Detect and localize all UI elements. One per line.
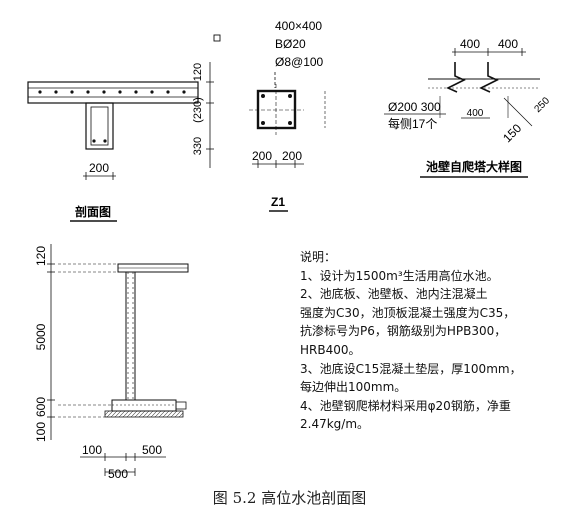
- slab-rebar-dots: [38, 90, 186, 94]
- ladder-detail: 400 400 Ø200 300 每侧17个 400 150 250 池壁自爬塔…: [384, 37, 552, 178]
- z1-stirrup: Ø8@100: [275, 55, 324, 69]
- z1-dim-left: 200: [252, 149, 272, 163]
- section-dim-330: 330: [192, 137, 204, 155]
- notes-line: 强度为C30，池顶板混凝土强度为C35，: [300, 305, 516, 320]
- wall-dim-bottom-100: 100: [82, 443, 102, 457]
- column-z1: 400×400 BØ20 Ø8@100 200 200 Z1: [249, 19, 326, 212]
- ladder-dim-150: 150: [500, 121, 524, 145]
- section-dim-120: 120: [192, 63, 204, 81]
- z1-section: [256, 89, 297, 130]
- wall-dim-100: 100: [34, 422, 48, 442]
- notes-heading: 说明：: [300, 250, 337, 264]
- ladder-rung-left: [446, 62, 466, 93]
- wall-base-slab: [111, 399, 177, 412]
- beam-stirrup: [90, 106, 109, 146]
- ladder-count-label: 每侧17个: [388, 116, 437, 131]
- section-dim-230: (230): [192, 97, 204, 123]
- beam-outline: [85, 102, 114, 150]
- section-view-title: 剖面图: [75, 204, 111, 219]
- notes-line: 4、池壁钢爬梯材料采用φ20钢筋，净重: [300, 398, 511, 413]
- wall-dim-600: 600: [34, 397, 48, 417]
- z1-title: Z1: [271, 195, 285, 209]
- ladder-dim-mid: 400: [467, 108, 484, 119]
- ladder-bar-label: Ø200 300: [388, 100, 441, 114]
- notes-line: 2、池底板、池壁板、池内注混凝土: [300, 287, 488, 302]
- notes-line: 抗渗标号为P6，钢筋级别为HPB300，: [300, 324, 507, 339]
- ladder-dim-250: 250: [532, 95, 552, 115]
- ladder-rung-right: [479, 62, 499, 93]
- wall-section: 120 5000 600 100 100 500 500: [34, 244, 189, 481]
- notes-line: 每边伸出100mm。: [300, 380, 407, 395]
- notes-line: 3、池底设C15混凝土垫层，厚100mm，: [300, 361, 522, 376]
- section-view: 120 (230) 330 200 剖面图: [27, 62, 214, 222]
- wall-dim-bottom-500-right: 500: [142, 443, 162, 457]
- z1-size-label: 400×400: [275, 19, 322, 33]
- ladder-detail-title: 池壁自爬塔大样图: [426, 159, 522, 174]
- wall-dim-5000: 5000: [34, 323, 48, 350]
- notes-block: 说明： 1、设计为1500m³生活用高位水池。 2、池底板、池壁板、池内注混凝土…: [300, 248, 570, 434]
- wall-body: [125, 271, 136, 401]
- ladder-dim-top-right: 400: [498, 37, 518, 51]
- z1-main-bar: BØ20: [275, 37, 306, 51]
- figure-caption: 图 5.2 高位水池剖面图: [212, 489, 367, 507]
- notes-line: HRB400。: [300, 342, 361, 357]
- slab-outline: [27, 81, 199, 104]
- wall-cushion: [104, 410, 184, 418]
- wall-dim-bottom-500: 500: [108, 467, 128, 481]
- notes-line: 1、设计为1500m³生活用高位水池。: [300, 268, 499, 283]
- notes-line: 2.47kg/m。: [300, 417, 370, 432]
- marker-square: [213, 34, 221, 42]
- ladder-dim-top-left: 400: [460, 37, 480, 51]
- section-dim-200: 200: [89, 161, 109, 175]
- wall-dim-120: 120: [34, 246, 48, 266]
- z1-dim-right: 200: [282, 149, 302, 163]
